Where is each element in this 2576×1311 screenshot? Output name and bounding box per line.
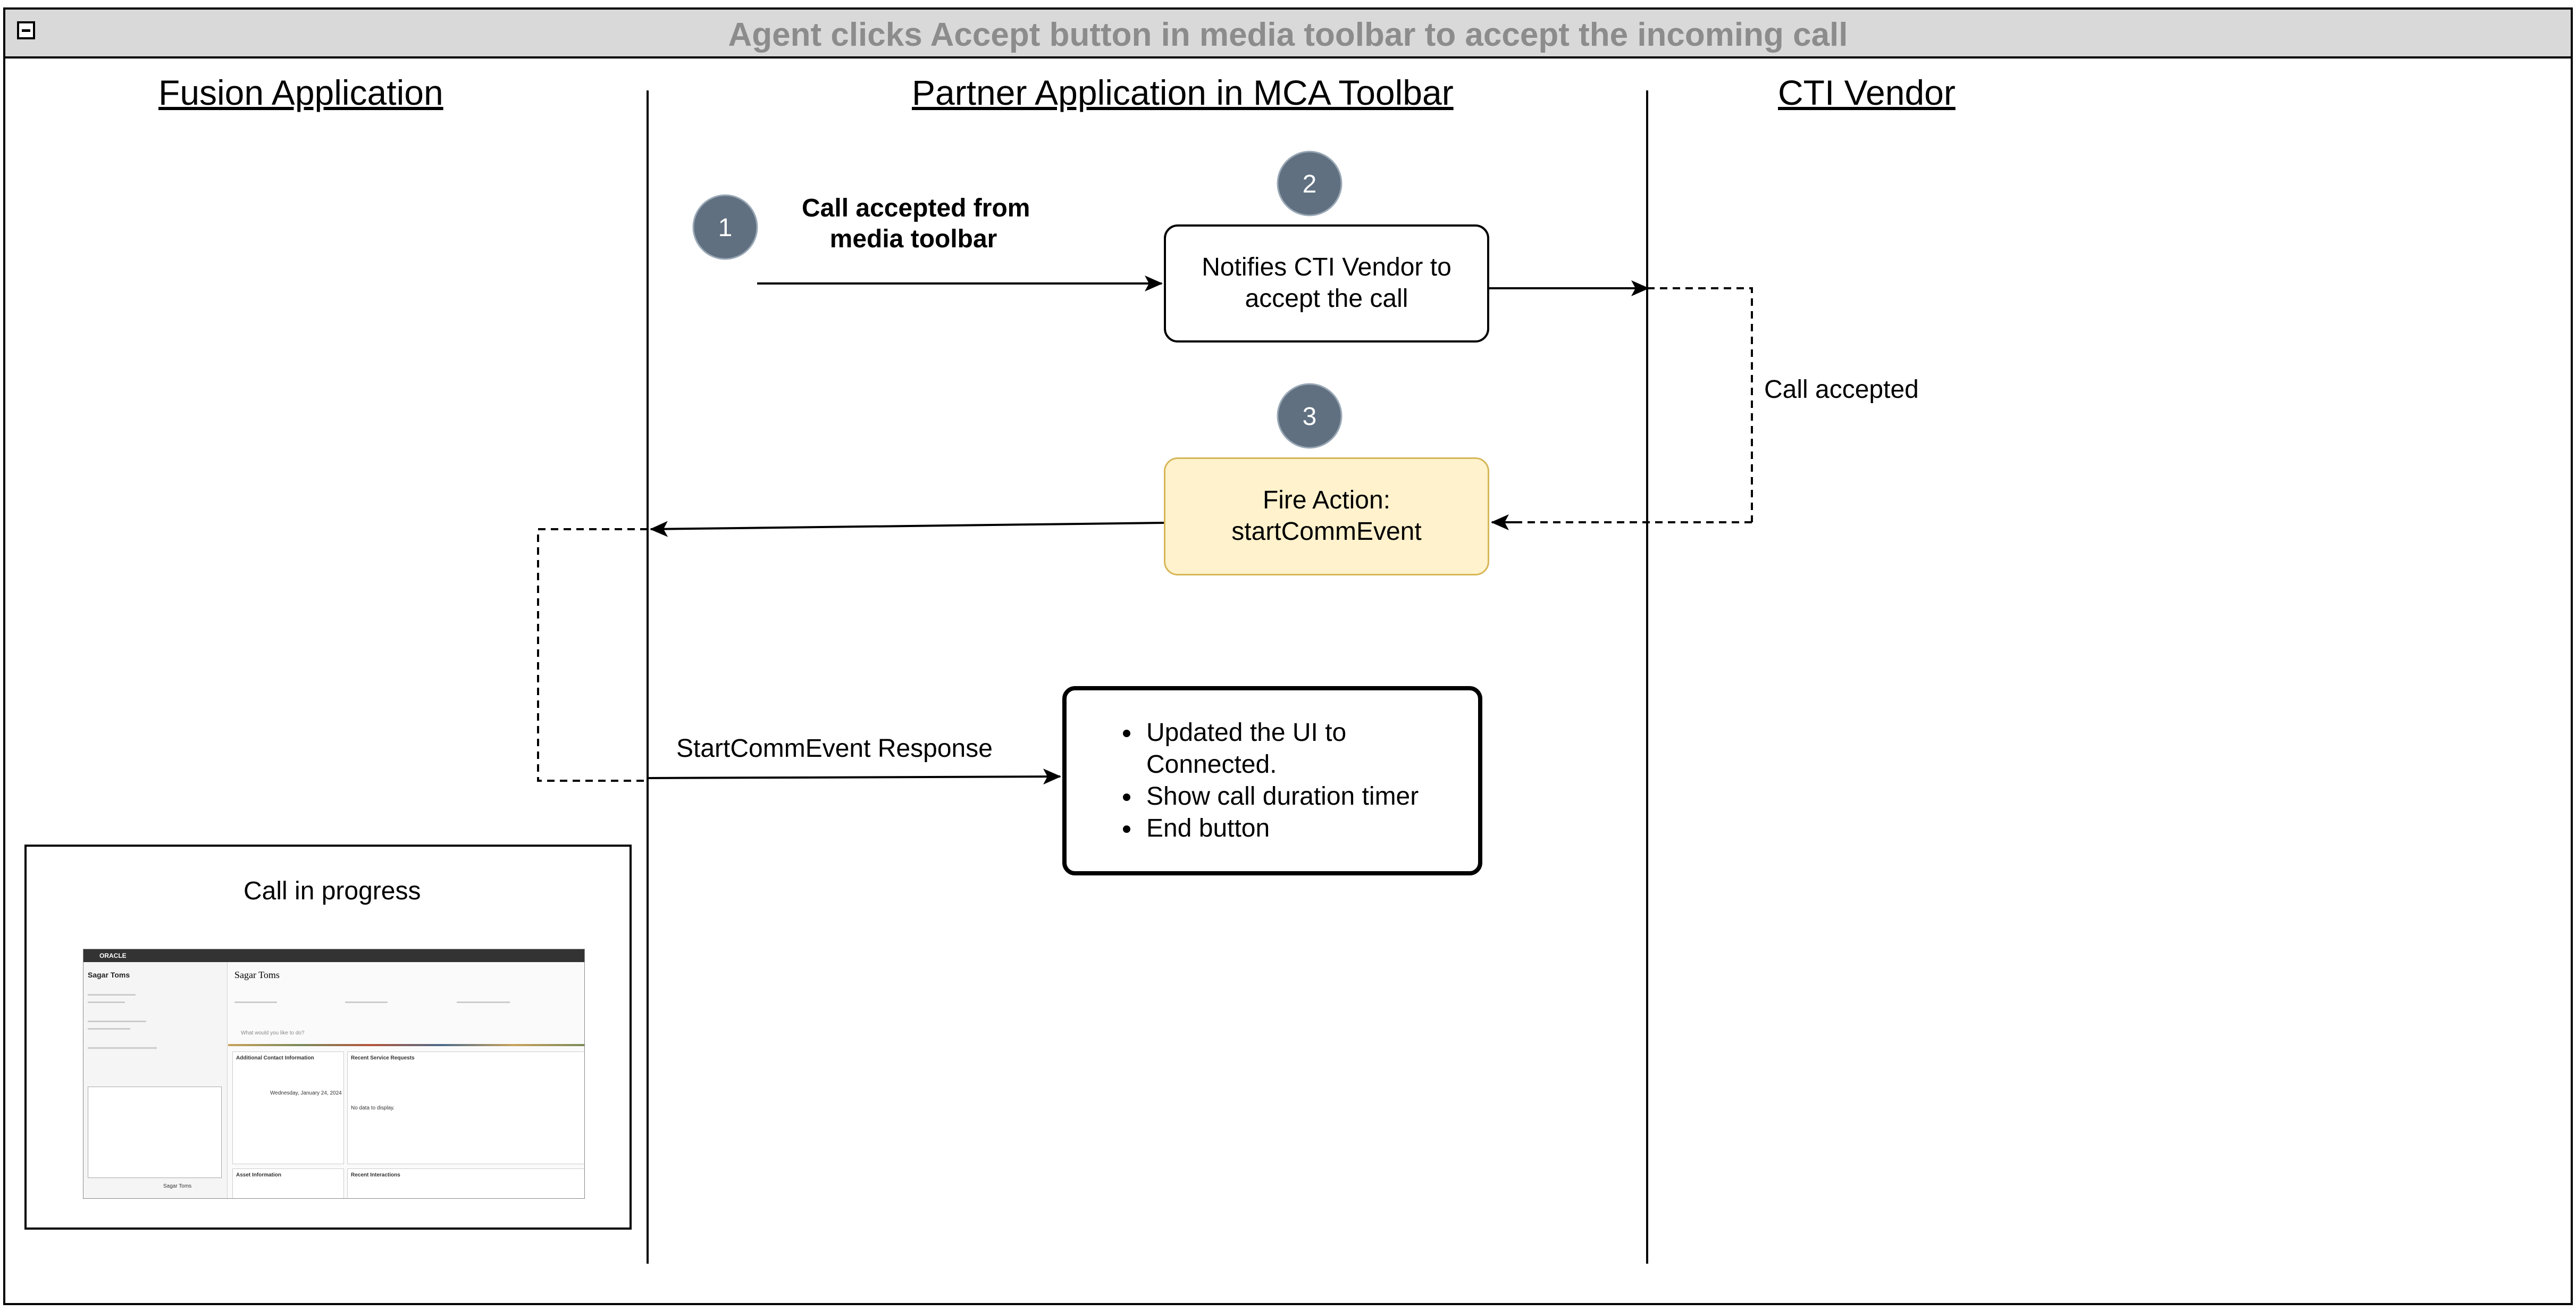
lane-cti-header: CTI Vendor <box>1778 73 1956 112</box>
notes-editor[interactable] <box>88 1087 222 1178</box>
additional-contact-title: Additional Contact Information <box>236 1055 314 1061</box>
step-3-badge: 3 <box>1277 383 1342 449</box>
step-3-number: 3 <box>1303 403 1317 431</box>
dashed-call-accepted <box>1647 287 1753 522</box>
arrow-fire-action <box>650 521 1164 537</box>
response-label: StartCommEvent Response <box>676 734 993 763</box>
dashed-response-loop <box>537 528 648 782</box>
service-requests-card: Recent Service Requests No data to displ… <box>347 1051 584 1164</box>
app-top-bar: ORACLE <box>83 949 584 962</box>
additional-contact-card: Additional Contact Information Wednesday… <box>232 1051 344 1164</box>
step-4-label: Call in progress <box>244 877 421 905</box>
step-2-number: 2 <box>1303 170 1317 198</box>
asset-title: Asset Information <box>236 1172 282 1178</box>
fire-box-line2: startCommEvent <box>1231 517 1422 546</box>
lane-partner-header: Partner Application in MCA Toolbar <box>912 73 1454 112</box>
notify-box-line1: Notifies CTI Vendor to <box>1202 253 1451 282</box>
interactions-card: Recent Interactions <box>347 1168 584 1198</box>
header-stripe <box>228 1044 584 1046</box>
step-1-label-line1: Call accepted from <box>802 194 1030 222</box>
service-requests-title: Recent Service Requests <box>351 1055 415 1061</box>
arrow-response <box>647 769 1061 785</box>
lane-fusion-header: Fusion Application <box>158 73 443 112</box>
asset-card: Asset Information <box>232 1168 344 1198</box>
ask-search-field[interactable]: What would you like to do? <box>241 1030 305 1036</box>
call-tab[interactable]: Sagar Toms <box>163 1183 192 1189</box>
contact-main: Sagar Toms What would you like to do? Ad… <box>228 962 584 1198</box>
step-1-number: 1 <box>718 214 733 242</box>
step-1-badge: 1 <box>692 194 758 260</box>
fire-action-box: Fire Action: startCommEvent <box>1164 457 1489 575</box>
title-bar: Agent clicks Accept button in media tool… <box>5 10 2571 59</box>
collapse-icon[interactable] <box>17 21 35 39</box>
notify-box-line2: accept the call <box>1245 285 1408 313</box>
diagram-title: Agent clicks Accept button in media tool… <box>728 16 1848 53</box>
oracle-logo: ORACLE <box>99 952 127 959</box>
update-item-3: End button <box>1122 813 1419 845</box>
contact-date-value: Wednesday, January 24, 2024 <box>270 1090 342 1096</box>
notify-cti-box: Notifies CTI Vendor to accept the call <box>1164 224 1489 343</box>
contact-sidebar: Sagar Toms <box>83 962 228 1198</box>
step-2-badge: 2 <box>1277 151 1342 216</box>
fusion-screenshot-thumbnail: ORACLE Sagar Toms Sagar Toms What would … <box>83 949 585 1199</box>
interactions-title: Recent Interactions <box>351 1172 400 1178</box>
step-1-label-line2: media toolbar <box>829 225 997 253</box>
no-data-text: No data to display. <box>351 1105 395 1111</box>
call-accepted-label: Call accepted <box>1764 375 1919 404</box>
update-item-2: Show call duration timer <box>1122 781 1419 813</box>
contact-page-title: Sagar Toms <box>234 970 280 980</box>
sidebar-contact-name: Sagar Toms <box>88 971 130 979</box>
fire-box-line1: Fire Action: <box>1262 486 1391 515</box>
step-1-label: Call accepted from media toolbar <box>802 193 1030 255</box>
